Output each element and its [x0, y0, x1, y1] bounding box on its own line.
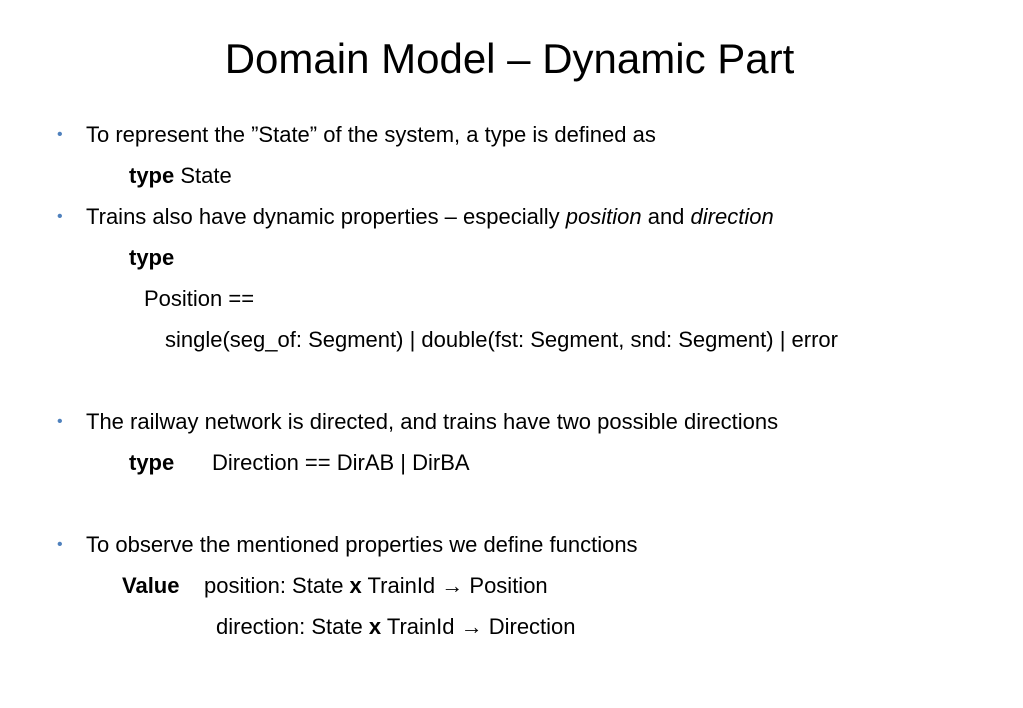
function-direction: direction: State x TrainId → Direction: [216, 613, 576, 641]
type-keyword: type: [129, 163, 175, 188]
bullet-3-text: The railway network is directed, and tra…: [86, 409, 779, 434]
code-line-direction: Direction == DirAB | DirBA: [212, 450, 470, 475]
value-keyword: Value: [122, 573, 180, 598]
bullet-1-text: To represent the ”State” of the system, …: [86, 122, 656, 147]
bullet-marker: •: [57, 413, 63, 430]
code-line-position-def: single(seg_of: Segment) | double(fst: Se…: [165, 327, 838, 352]
product-symbol: x: [349, 573, 362, 598]
type-keyword: type: [129, 245, 175, 270]
text-segment: Trains also have dynamic properties – es…: [86, 204, 566, 229]
function-position: position: State x TrainId → Position: [204, 572, 548, 600]
bullet-marker: •: [57, 126, 63, 143]
text-segment: position: State: [204, 573, 350, 598]
bullet-2-text: Trains also have dynamic properties – es…: [86, 203, 774, 231]
bullet-1-code: type State: [129, 162, 232, 190]
text-segment: Direction: [482, 614, 576, 639]
italic-position: position: [565, 204, 642, 229]
slide-title: Domain Model – Dynamic Part: [224, 35, 795, 82]
text-segment: direction: State: [216, 614, 369, 639]
type-keyword: type: [129, 450, 175, 475]
italic-direction: direction: [690, 204, 774, 229]
text-segment: and: [641, 204, 691, 229]
product-symbol: x: [368, 614, 382, 639]
arrow-right-icon: →: [460, 614, 483, 639]
bullet-marker: •: [57, 208, 63, 225]
bullet-4-text: To observe the mentioned properties we d…: [86, 532, 638, 557]
text-segment: TrainId: [361, 573, 442, 598]
code-text: State: [174, 163, 232, 188]
arrow-right-icon: →: [441, 573, 464, 598]
code-line-position: Position ==: [144, 286, 255, 311]
bullet-marker: •: [57, 536, 63, 553]
text-segment: TrainId: [381, 614, 461, 639]
text-segment: Position: [463, 573, 548, 598]
